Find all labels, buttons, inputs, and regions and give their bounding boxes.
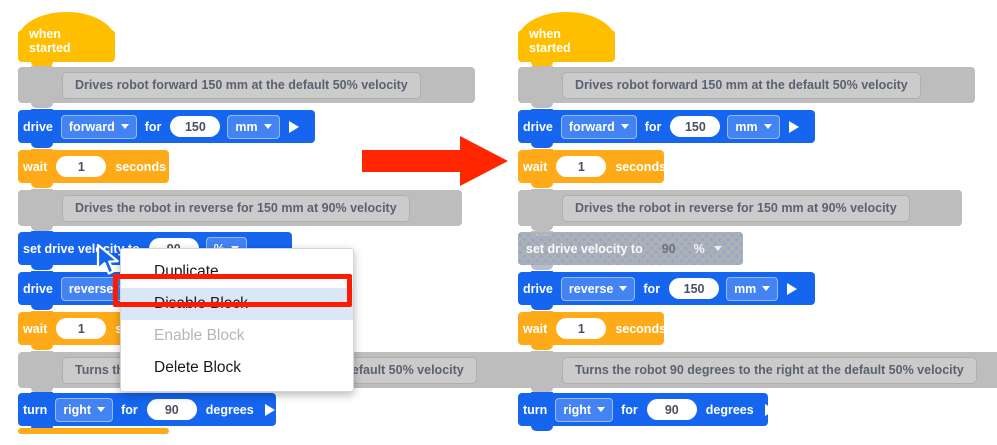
after-state-panel: when started Drives robot forward 150 mm… [505, 0, 997, 445]
direction-value: reverse [68, 281, 114, 296]
menu-item-delete-block[interactable]: Delete Block [154, 359, 242, 376]
play-icon[interactable] [764, 403, 775, 416]
turn-direction-value: right [563, 402, 592, 417]
angle-input[interactable]: 90 [146, 399, 197, 420]
wait-block[interactable]: wait 1 seconds [18, 149, 169, 188]
wait-seconds-input[interactable]: 1 [556, 318, 607, 339]
turn-right-block[interactable]: turn right for 90 degrees [518, 392, 775, 431]
direction-value: forward [568, 119, 615, 134]
when-started-hat-block[interactable]: when started [18, 12, 115, 67]
chevron-down-icon [713, 246, 722, 251]
drive-label: drive [523, 119, 553, 134]
set-drive-velocity-block-disabled[interactable]: set drive velocity to 90 % [518, 231, 743, 270]
comment-block[interactable]: Drives robot forward 150 mm at the defau… [18, 66, 475, 108]
when-started-label: when started [29, 27, 71, 55]
mouse-cursor-icon [96, 243, 119, 275]
for-label: for [643, 281, 661, 296]
degrees-label: degrees [205, 402, 254, 417]
menu-item-enable-block: Enable Block [154, 327, 245, 344]
comment-text: Drives robot forward 150 mm at the defau… [62, 71, 421, 99]
direction-value: forward [68, 119, 115, 134]
comment-text: Turns the robot 90 degrees to the right … [562, 356, 977, 384]
drive-label: drive [523, 281, 553, 296]
comment-text: Drives robot forward 150 mm at the defau… [562, 71, 921, 99]
unit-dropdown[interactable]: mm [727, 114, 780, 139]
wait-seconds-input[interactable]: 1 [56, 318, 107, 339]
when-started-label: when started [529, 27, 571, 55]
unit-dropdown[interactable]: mm [726, 276, 779, 301]
chevron-down-icon [597, 407, 606, 412]
next-block-sliver [18, 428, 169, 434]
drive-label: drive [23, 119, 53, 134]
drive-reverse-block[interactable]: drive reverse for 150 mm [518, 271, 815, 310]
turn-direction-value: right [63, 402, 92, 417]
seconds-label: seconds [615, 159, 667, 174]
wait-label: wait [23, 159, 48, 174]
chevron-down-icon [120, 124, 129, 129]
comment-block[interactable]: Drives robot forward 150 mm at the defau… [518, 66, 975, 108]
for-label: for [144, 119, 162, 134]
menu-item-duplicate[interactable]: Duplicate [154, 263, 219, 280]
chevron-down-icon [620, 124, 629, 129]
for-label: for [621, 402, 638, 417]
unit-value: mm [735, 119, 758, 134]
velocity-input[interactable]: 90 [661, 241, 676, 256]
turn-right-block[interactable]: turn right for 90 degrees [18, 392, 276, 431]
drive-label: drive [23, 281, 53, 296]
wait-block[interactable]: wait 1 seconds [518, 149, 666, 188]
drive-forward-block[interactable]: drive forward for 150 mm [518, 109, 815, 148]
comment-block[interactable]: Drives the robot in reverse for 150 mm a… [18, 189, 462, 231]
before-state-panel: when started Drives robot forward 150 mm… [18, 12, 530, 434]
angle-input[interactable]: 90 [646, 399, 697, 420]
play-icon[interactable] [288, 120, 299, 133]
turn-direction-dropdown[interactable]: right [55, 397, 114, 422]
chevron-down-icon [97, 407, 106, 412]
direction-dropdown[interactable]: forward [560, 114, 637, 139]
comment-block[interactable]: Turns the robot 90 degrees to the right … [518, 351, 997, 393]
comment-text: Drives the robot in reverse for 150 mm a… [562, 194, 910, 222]
chevron-down-icon [762, 286, 771, 291]
play-icon[interactable] [788, 120, 799, 133]
set-drive-velocity-label: set drive velocity to [526, 241, 643, 256]
wait-label: wait [23, 321, 48, 336]
chevron-down-icon [763, 124, 772, 129]
block-context-menu[interactable]: Duplicate Disable Block Enable Block Del… [120, 248, 354, 392]
distance-input[interactable]: 150 [170, 116, 221, 137]
seconds-label: seconds [615, 321, 667, 336]
comment-block[interactable]: Drives the robot in reverse for 150 mm a… [518, 189, 962, 231]
wait-label: wait [523, 159, 548, 174]
comment-text: Drives the robot in reverse for 150 mm a… [62, 194, 410, 222]
menu-item-disable-block[interactable]: Disable Block [121, 288, 353, 320]
wait-label: wait [523, 321, 548, 336]
wait-seconds-input[interactable]: 1 [556, 156, 607, 177]
turn-direction-dropdown[interactable]: right [555, 397, 614, 422]
distance-input[interactable]: 150 [669, 278, 720, 299]
velocity-unit-value: % [693, 241, 705, 256]
turn-label: turn [23, 402, 48, 417]
direction-dropdown[interactable]: forward [60, 114, 137, 139]
unit-value: mm [734, 281, 757, 296]
unit-dropdown[interactable]: mm [227, 114, 280, 139]
chevron-down-icon [263, 124, 272, 129]
wait-block[interactable]: wait 1 seconds [518, 311, 666, 350]
wait-seconds-input[interactable]: 1 [56, 156, 107, 177]
play-icon[interactable] [264, 403, 275, 416]
chevron-down-icon [619, 286, 628, 291]
for-label: for [644, 119, 662, 134]
unit-value: mm [235, 119, 258, 134]
play-icon[interactable] [787, 282, 798, 295]
drive-forward-block[interactable]: drive forward for 150 mm [18, 109, 315, 148]
seconds-label: seconds [115, 159, 167, 174]
for-label: for [121, 402, 138, 417]
transition-arrow-icon [362, 136, 508, 186]
direction-dropdown[interactable]: reverse [560, 276, 636, 301]
distance-input[interactable]: 150 [670, 116, 721, 137]
turn-label: turn [523, 402, 548, 417]
degrees-label: degrees [705, 402, 754, 417]
set-drive-velocity-label: set drive velocity to [23, 241, 140, 256]
direction-value: reverse [568, 281, 614, 296]
when-started-hat-block[interactable]: when started [518, 12, 615, 67]
